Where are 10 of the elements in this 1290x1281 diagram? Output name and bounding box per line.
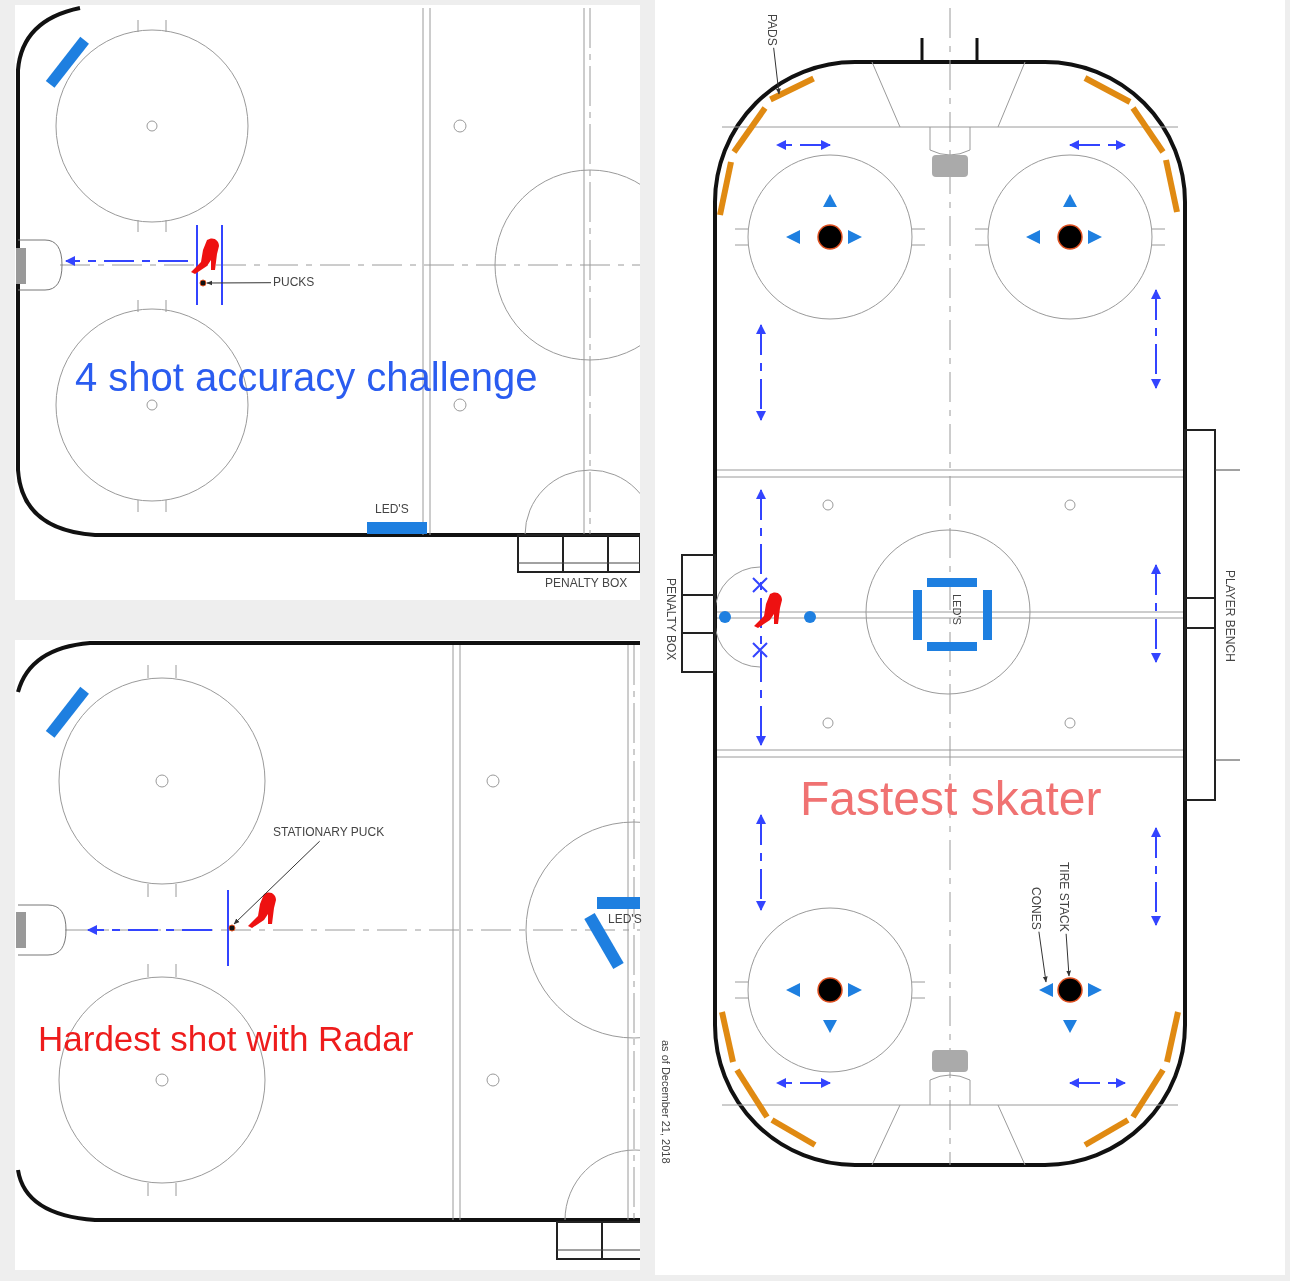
drill-title: 4 shot accuracy challenge	[75, 355, 538, 399]
diagram-label: LED'S	[608, 913, 642, 927]
diagram-label: PLAYER BENCH	[1223, 570, 1237, 662]
drill-title: Hardest shot with Radar	[38, 1020, 414, 1059]
drill-title: Fastest skater	[800, 773, 1102, 826]
diagram-label: as of December 21, 2018	[660, 1040, 673, 1164]
diagram-label: LED'S	[375, 503, 409, 517]
diagram-label: LED'S	[951, 594, 964, 625]
diagram-label: PENALTY BOX	[664, 578, 678, 661]
diagram-label: PENALTY BOX	[545, 577, 628, 591]
